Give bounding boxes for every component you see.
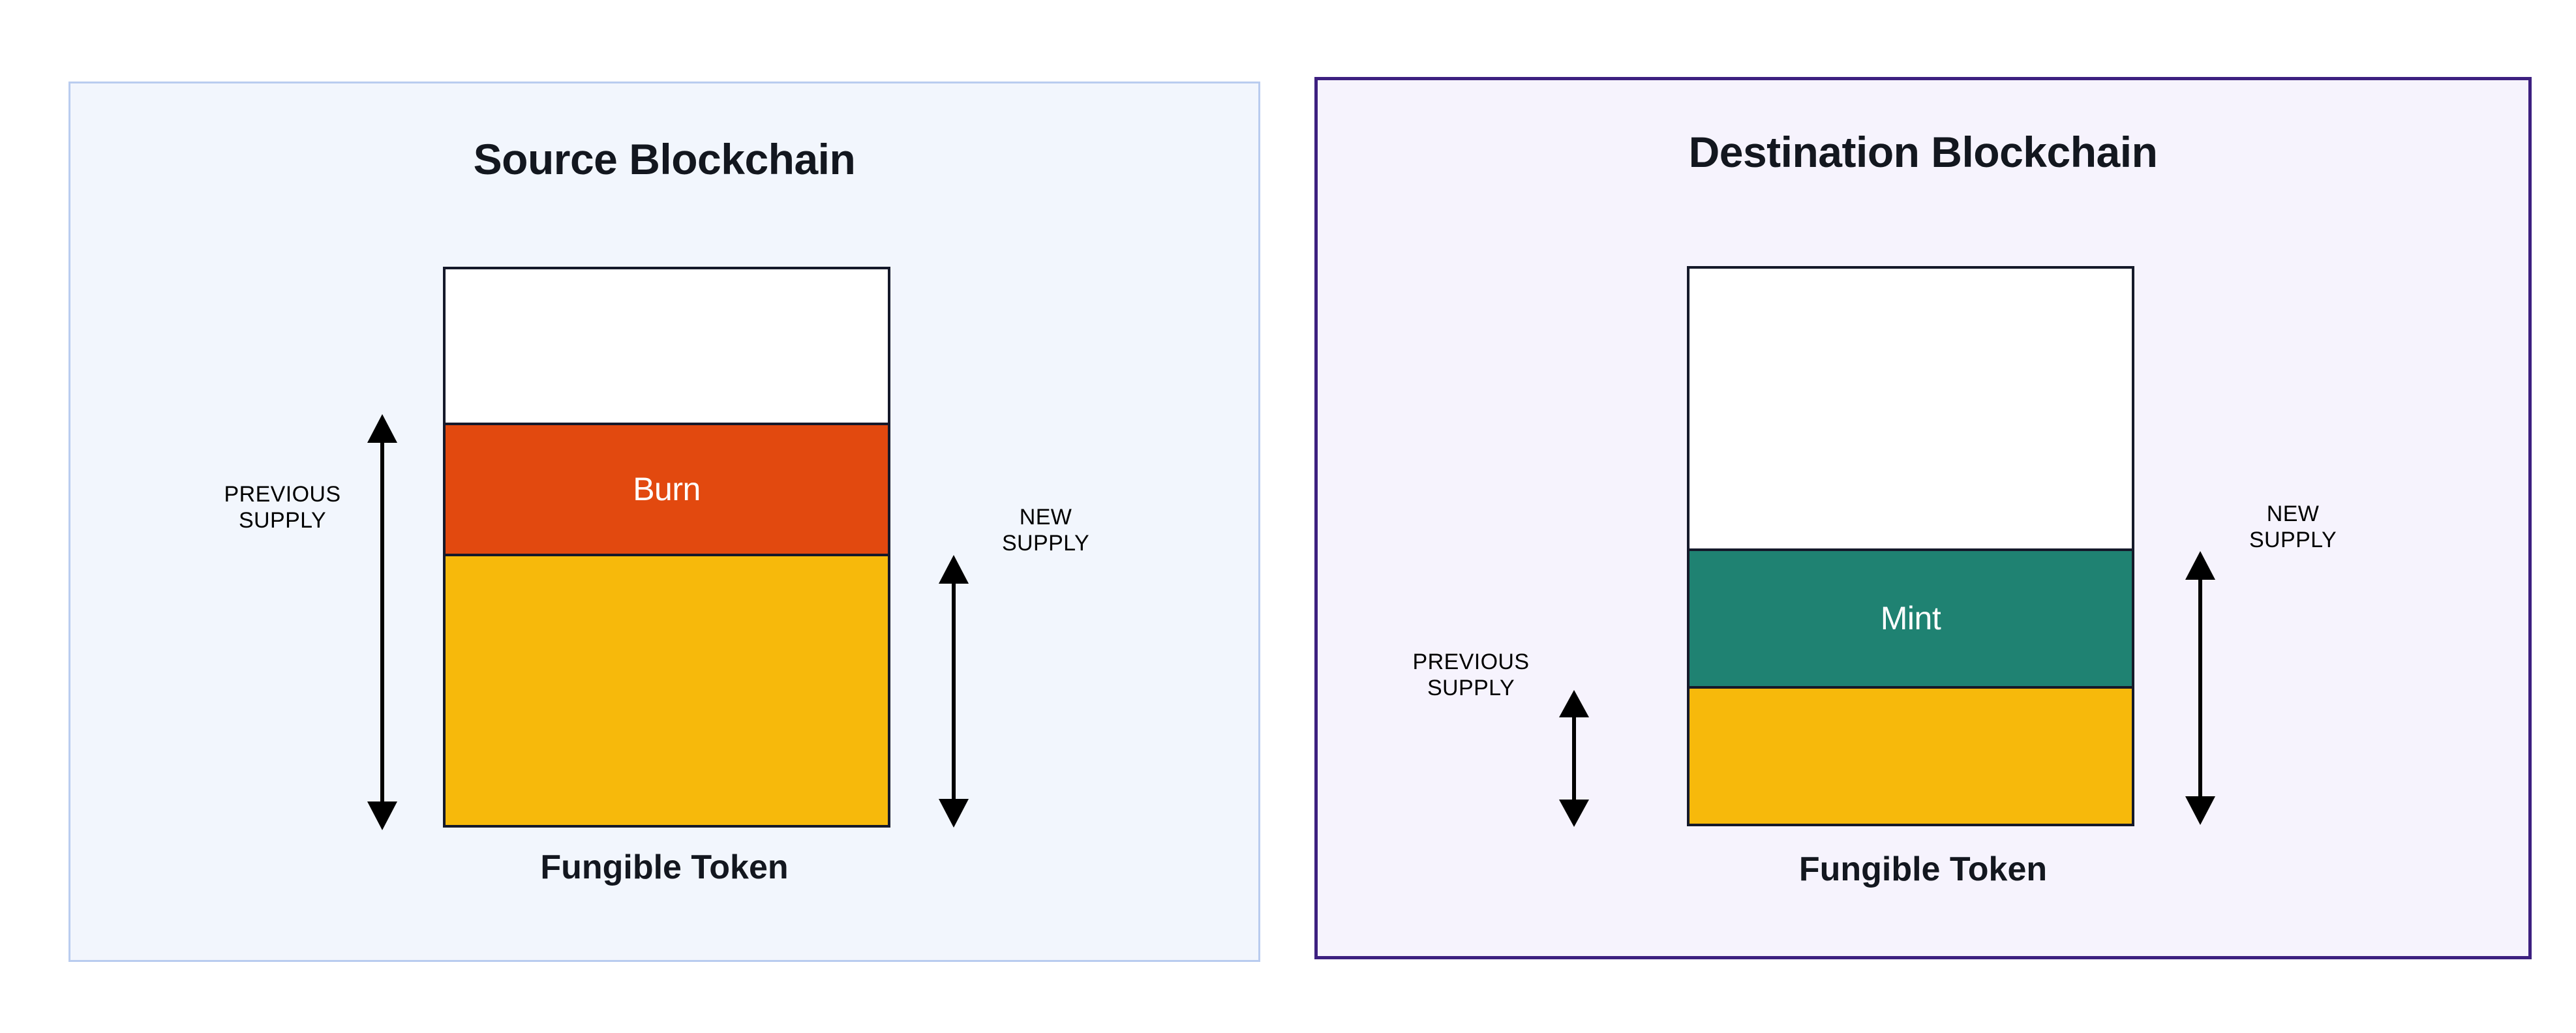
destination-panel-footer: Fungible Token [1798, 850, 2048, 888]
source-new-supply-measure-arrow [939, 555, 969, 828]
source-bar-segment-headroom [446, 269, 888, 423]
destination-previous-supply-measure-arrow [1559, 690, 1589, 827]
destination-bar-segment-mint: Mint [1690, 548, 2132, 689]
source-new-supply-label: NEW SUPPLY [1001, 505, 1090, 556]
source-previous-supply-label: PREVIOUS SUPPLY [224, 482, 341, 533]
source-bar-segment-supply [446, 556, 888, 825]
destination-panel-title: Destination Blockchain [1688, 128, 2158, 176]
source-token-supply-bar: Burn [443, 267, 890, 828]
destination-bar-segment-supply [1690, 688, 2132, 824]
destination-previous-supply-label: PREVIOUS SUPPLY [1412, 650, 1530, 701]
mint-segment-label: Mint [1880, 600, 1941, 637]
destination-token-supply-bar: Mint [1687, 266, 2134, 826]
source-blockchain-panel: Source Blockchain Burn PREVIOUS SUPPLY N… [68, 82, 1260, 962]
destination-blockchain-panel: Destination Blockchain Mint PREVIOUS SUP… [1314, 77, 2532, 959]
source-previous-supply-measure-arrow [367, 414, 397, 830]
source-bar-segment-burn: Burn [446, 422, 888, 557]
burn-segment-label: Burn [633, 471, 701, 508]
destination-new-supply-label: NEW SUPPLY [2249, 502, 2337, 553]
source-panel-footer: Fungible Token [540, 848, 789, 886]
destination-new-supply-measure-arrow [2185, 551, 2215, 825]
source-panel-title: Source Blockchain [473, 135, 856, 183]
destination-bar-segment-headroom [1690, 269, 2132, 549]
